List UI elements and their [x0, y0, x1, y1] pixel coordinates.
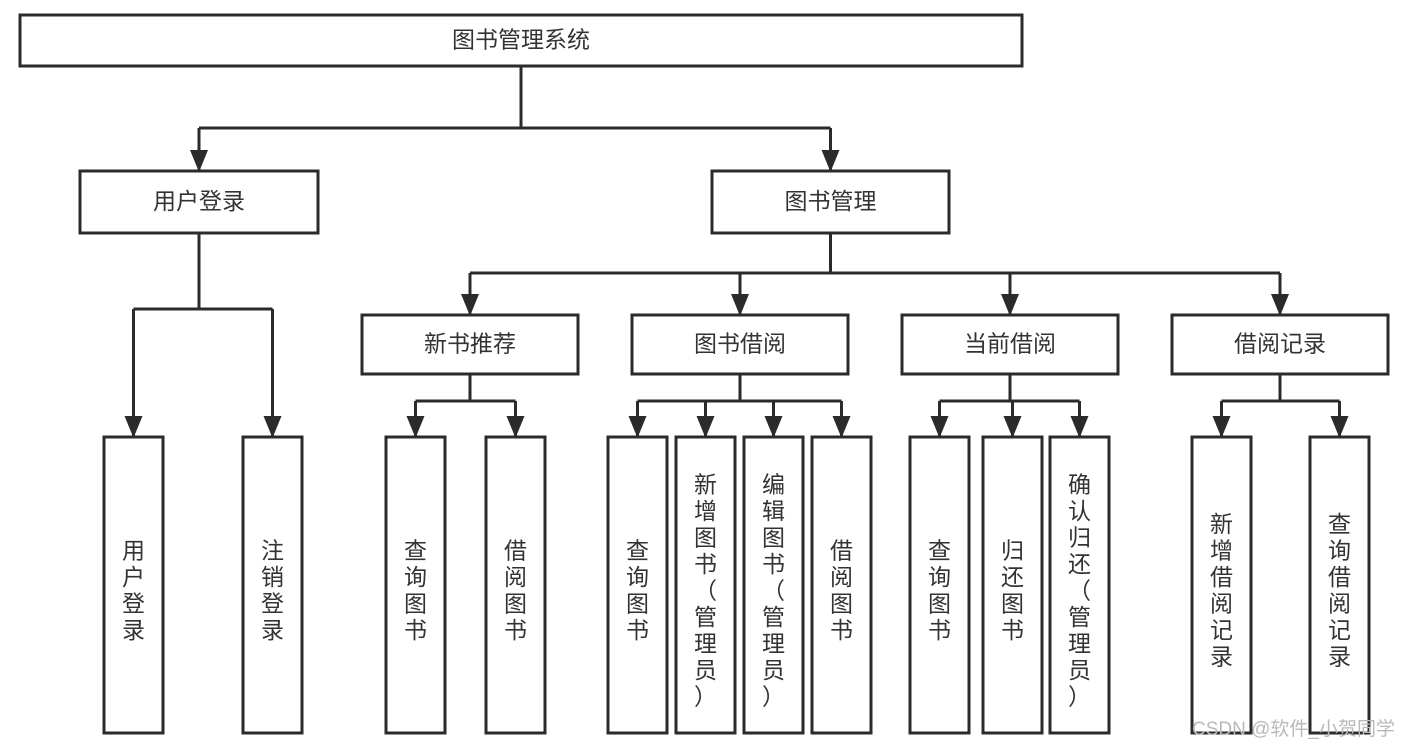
- node-leaf-3[interactable]: 查询图书: [384, 435, 447, 735]
- arrow-head-icon: [930, 416, 949, 438]
- node-box: [241, 435, 304, 735]
- node-leaf-6[interactable]: 新增图书（管理员）: [674, 435, 737, 735]
- node-borrow[interactable]: 图书借阅: [630, 313, 850, 376]
- node-box: [908, 435, 971, 735]
- arrow-head-icon: [832, 416, 851, 438]
- node-layer: 图书管理系统用户登录图书管理新书推荐图书借阅当前借阅借阅记录用户登录注销登录查询…: [18, 13, 1390, 735]
- node-box: [360, 313, 580, 376]
- arrow-head-icon: [190, 150, 208, 172]
- node-leaf-1[interactable]: 用户登录: [102, 435, 165, 735]
- node-label: 查询图书: [928, 538, 951, 644]
- node-label: 新增图书（管理员）: [694, 471, 717, 709]
- node-box: [742, 435, 805, 735]
- node-label: 借阅图书: [504, 538, 527, 644]
- node-label: 注销登录: [261, 538, 284, 644]
- arrow-head-icon: [821, 150, 840, 172]
- node-label: 确认归还（管理员）: [1068, 471, 1091, 709]
- node-current[interactable]: 当前借阅: [900, 313, 1120, 376]
- node-leaf-4[interactable]: 借阅图书: [484, 435, 547, 735]
- node-box: [630, 313, 850, 376]
- node-label: 查询图书: [404, 538, 427, 644]
- node-label: 当前借阅: [964, 331, 1056, 357]
- node-records[interactable]: 借阅记录: [1170, 313, 1390, 376]
- arrow-head-icon: [628, 416, 647, 438]
- arrow-head-icon: [1070, 416, 1089, 438]
- node-label: 归还图书: [1001, 538, 1024, 644]
- arrow-head-icon: [1003, 416, 1022, 438]
- node-box: [384, 435, 447, 735]
- arrow-head-icon: [1001, 294, 1019, 316]
- arrow-head-icon: [1212, 416, 1231, 438]
- node-root[interactable]: 图书管理系统: [18, 13, 1024, 68]
- node-label: 新增借阅记录: [1210, 511, 1233, 670]
- node-label: 查询图书: [626, 538, 649, 644]
- node-box: [1308, 435, 1371, 735]
- node-leaf-2[interactable]: 注销登录: [241, 435, 304, 735]
- node-label: 图书管理: [785, 188, 877, 214]
- node-box: [1048, 435, 1111, 735]
- node-box: [1190, 435, 1253, 735]
- arrow-head-icon: [461, 294, 479, 316]
- node-label: 用户登录: [122, 538, 145, 644]
- node-label: 借阅图书: [830, 538, 853, 644]
- node-label: 用户登录: [153, 188, 245, 214]
- node-box: [484, 435, 547, 735]
- node-label: 借阅记录: [1234, 331, 1326, 357]
- node-bookmgmt[interactable]: 图书管理: [710, 169, 951, 235]
- node-box: [606, 435, 669, 735]
- node-box: [710, 169, 951, 235]
- node-leaf-7[interactable]: 编辑图书（管理员）: [742, 435, 805, 735]
- node-label: 新书推荐: [424, 331, 516, 357]
- node-box: [674, 435, 737, 735]
- arrow-head-icon: [506, 416, 525, 438]
- node-label: 查询借阅记录: [1328, 511, 1351, 670]
- node-leaf-10[interactable]: 归还图书: [981, 435, 1044, 735]
- arrow-head-icon: [406, 416, 425, 438]
- node-box: [78, 169, 320, 235]
- node-newbook[interactable]: 新书推荐: [360, 313, 580, 376]
- arrow-head-icon: [1330, 416, 1349, 438]
- node-label: 编辑图书（管理员）: [762, 471, 785, 709]
- arrow-head-icon: [696, 416, 715, 438]
- node-leaf-5[interactable]: 查询图书: [606, 435, 669, 735]
- arrow-head-icon: [764, 416, 783, 438]
- arrow-head-icon: [1271, 294, 1289, 316]
- node-label: 图书管理系统: [452, 27, 590, 53]
- node-box: [981, 435, 1044, 735]
- node-leaf-13[interactable]: 查询借阅记录: [1308, 435, 1371, 735]
- node-box: [102, 435, 165, 735]
- arrow-head-icon: [124, 416, 143, 438]
- node-label: 图书借阅: [694, 331, 786, 357]
- node-leaf-12[interactable]: 新增借阅记录: [1190, 435, 1253, 735]
- node-box: [18, 13, 1024, 68]
- node-box: [810, 435, 873, 735]
- connector-layer: [124, 66, 1349, 438]
- node-box: [1170, 313, 1390, 376]
- node-leaf-9[interactable]: 查询图书: [908, 435, 971, 735]
- arrow-head-icon: [263, 416, 282, 438]
- node-box: [900, 313, 1120, 376]
- arrow-head-icon: [731, 294, 749, 316]
- node-login[interactable]: 用户登录: [78, 169, 320, 235]
- node-leaf-8[interactable]: 借阅图书: [810, 435, 873, 735]
- node-leaf-11[interactable]: 确认归还（管理员）: [1048, 435, 1111, 735]
